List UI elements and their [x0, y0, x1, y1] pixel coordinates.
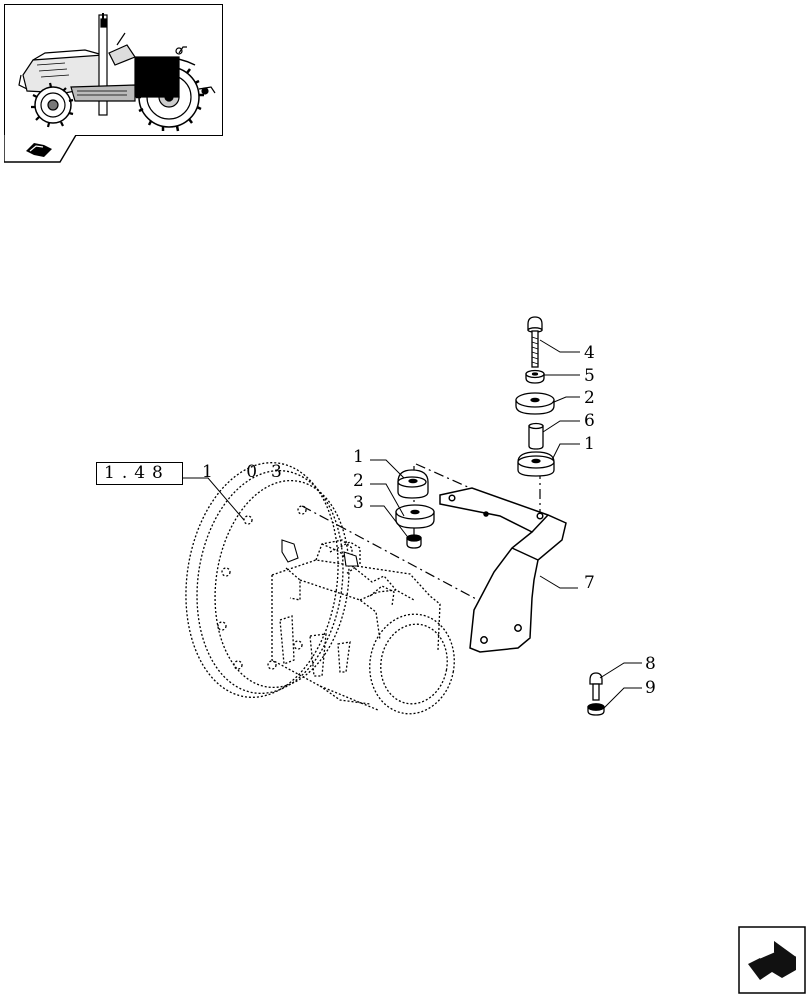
rubber-mount-right [517, 451, 555, 477]
callout-1-right: 1 [584, 434, 595, 454]
tractor-illustration [18, 13, 216, 132]
washer-left [395, 504, 435, 529]
bolt-short [589, 672, 603, 701]
housing-boss-1 [281, 539, 299, 563]
bolt-long [527, 316, 543, 368]
callout-3-left: 3 [353, 493, 364, 513]
washer-right [515, 392, 555, 415]
callout-7: 7 [584, 573, 595, 593]
tractor-thumbnail-icon [4, 4, 223, 136]
rubber-mount-left [397, 469, 429, 499]
washer-bolt [587, 703, 605, 716]
callout-9: 9 [645, 678, 656, 698]
next-page-arrow-icon[interactable] [738, 926, 806, 994]
section-reference-suffix: 1 03 [202, 462, 296, 482]
mounting-bracket [439, 487, 567, 653]
callout-8: 8 [645, 654, 656, 674]
callout-4: 4 [584, 343, 595, 363]
callout-1-left: 1 [353, 447, 364, 467]
callout-6: 6 [584, 411, 595, 431]
section-reference-box[interactable]: 1.48 [96, 462, 183, 485]
book-section-icon [4, 135, 77, 163]
housing-boss-2 [343, 551, 359, 567]
transmission-housing [185, 462, 455, 715]
callout-2-left: 2 [353, 471, 364, 491]
washer-small-right [525, 369, 545, 384]
callout-2-right: 2 [584, 388, 595, 408]
spacer-sleeve [528, 422, 544, 450]
nut-left [406, 534, 422, 549]
callout-5: 5 [584, 366, 595, 386]
